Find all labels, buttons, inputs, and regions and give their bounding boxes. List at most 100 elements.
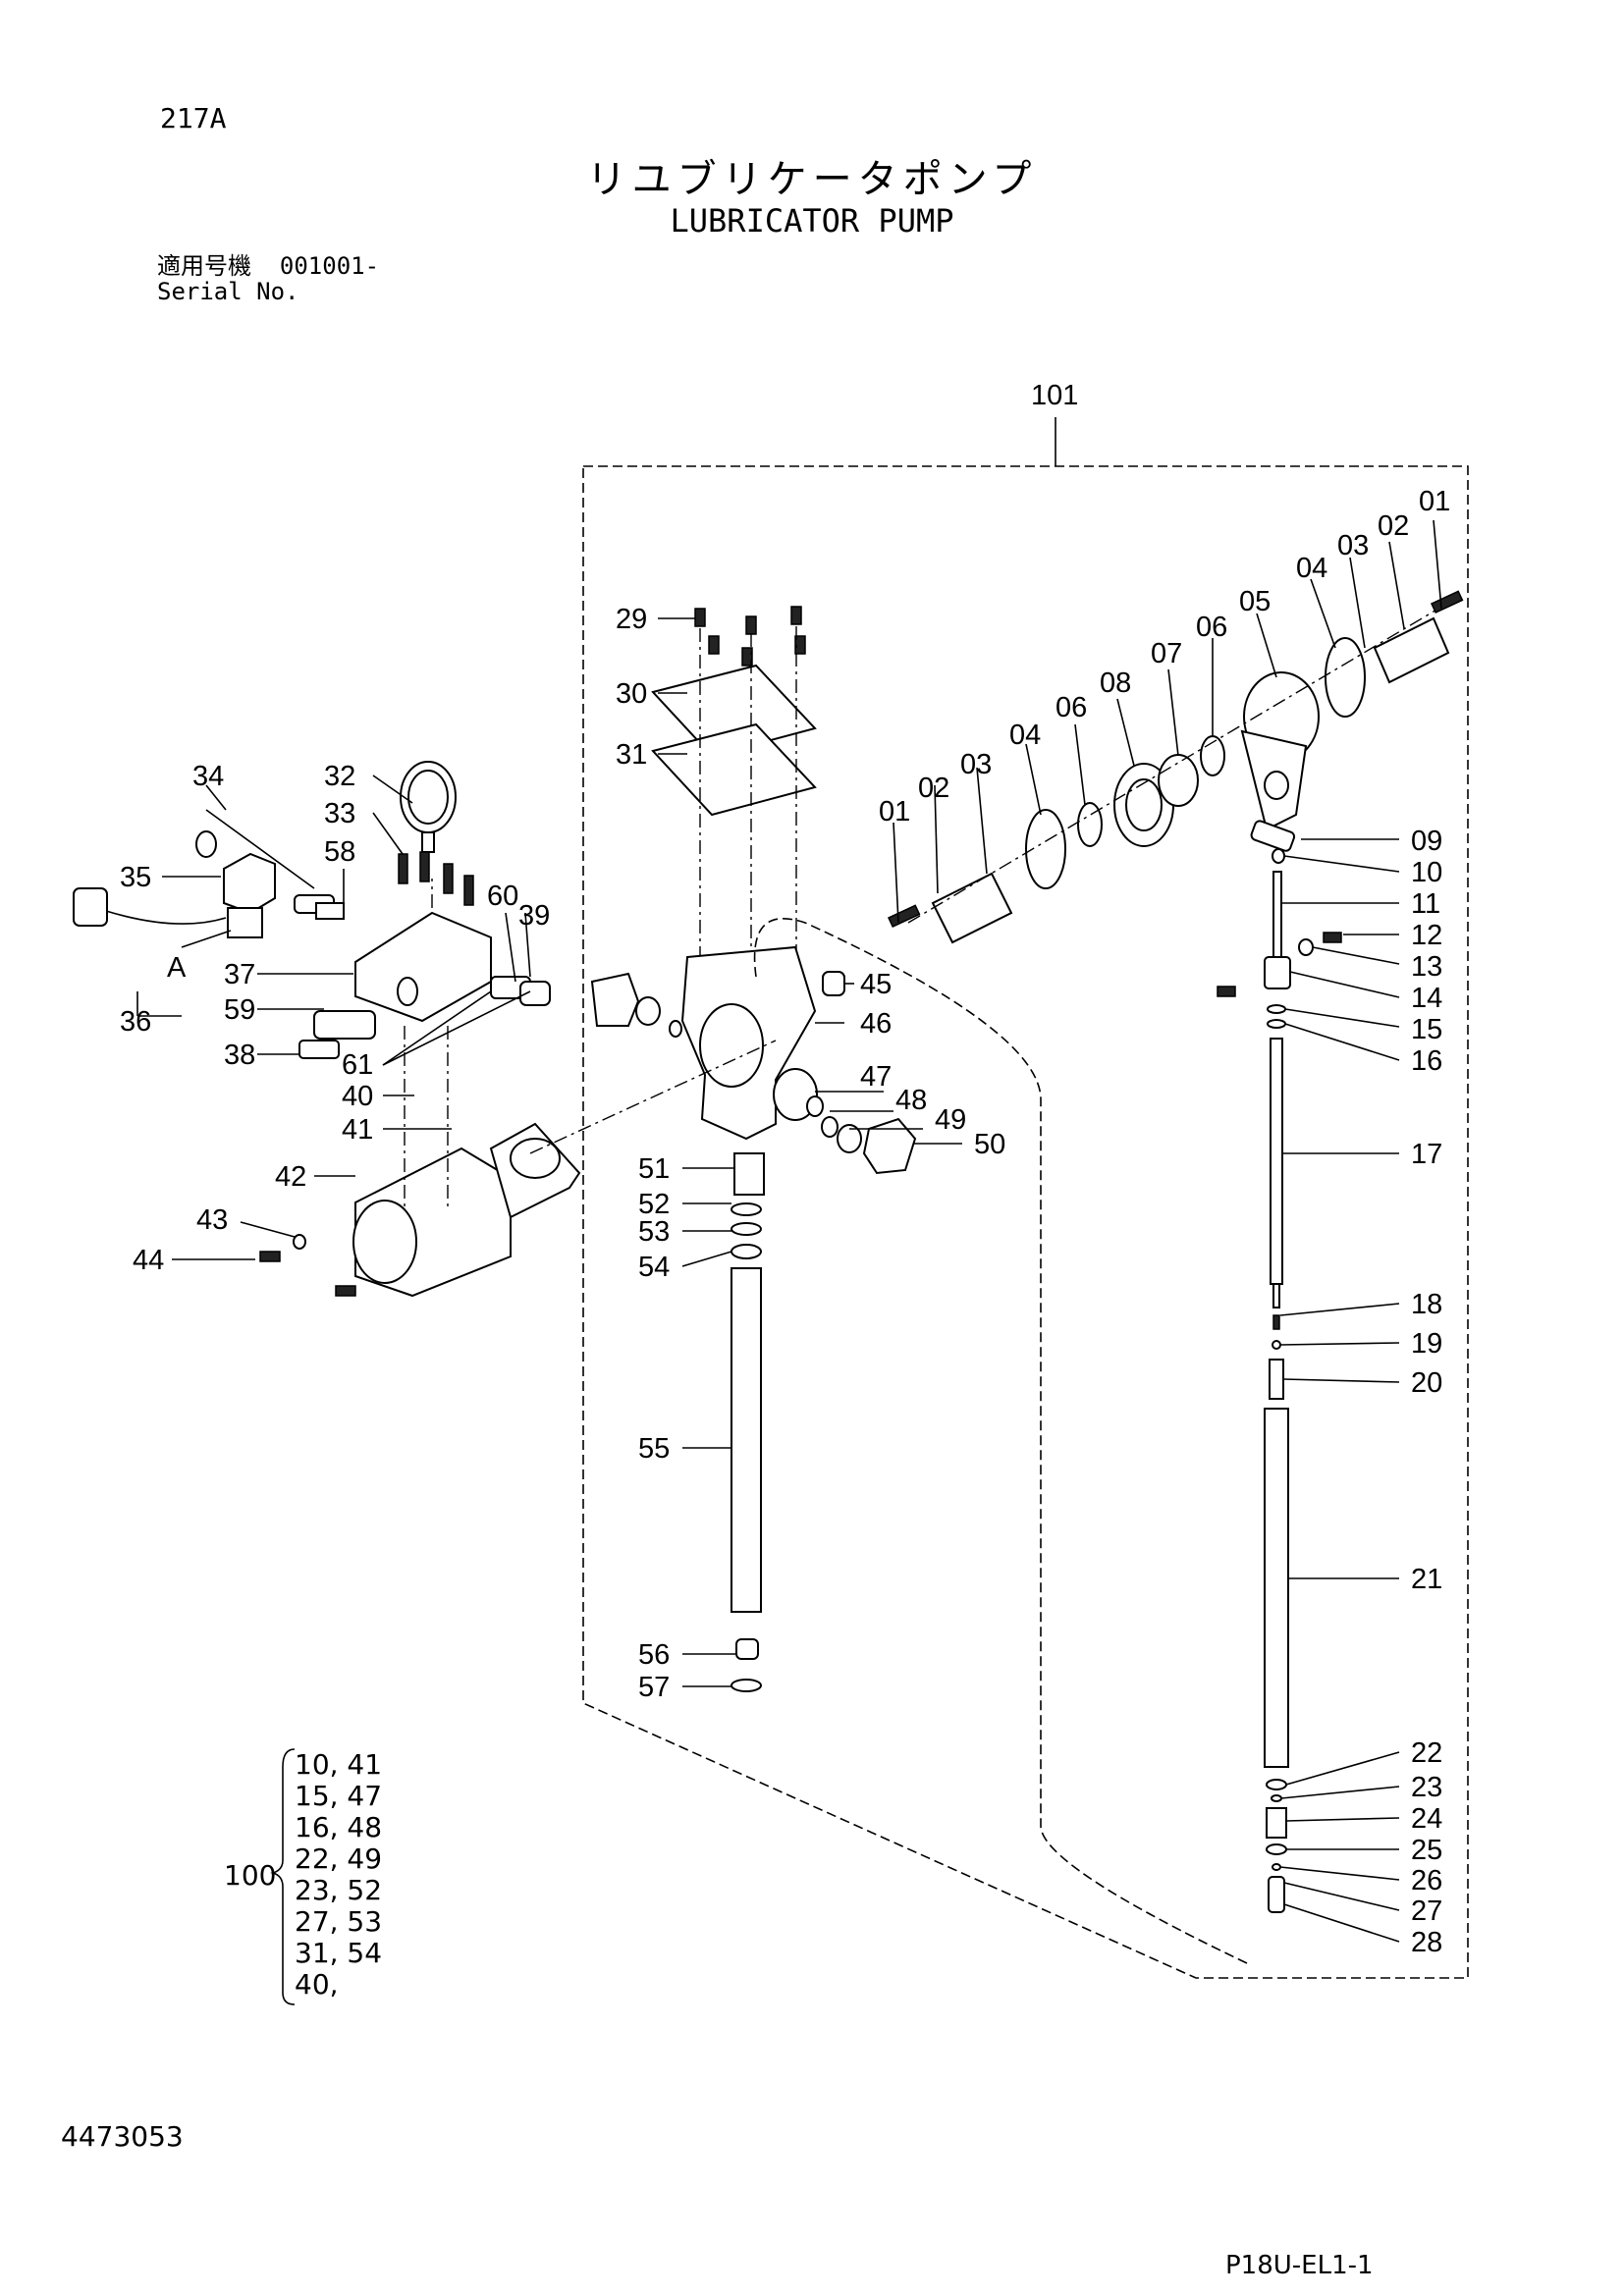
callout: 23 <box>1411 1772 1442 1803</box>
callout: 07 <box>1151 638 1182 669</box>
callout-labels: 101 A 01 02 03 04 05 06 07 08 09 10 11 1… <box>120 380 1450 1958</box>
callout-assembly-101: 101 <box>1031 380 1078 411</box>
callout: 17 <box>1411 1139 1442 1170</box>
callout: 10 <box>1411 857 1442 888</box>
callout: 59 <box>224 994 255 1026</box>
callout: 08 <box>1100 667 1131 699</box>
callout: 58 <box>324 836 355 868</box>
drawing-number: 4473053 <box>61 2120 184 2153</box>
callout: 32 <box>324 761 355 792</box>
callout: 36 <box>120 1006 151 1038</box>
callout: 16 <box>1411 1045 1442 1077</box>
callout: 41 <box>342 1114 373 1146</box>
sleeve-20 <box>1269 1359 1284 1400</box>
callout: 40 <box>342 1081 373 1112</box>
callout: 11 <box>1411 888 1440 920</box>
kit-item: 22, 49 <box>295 1842 383 1875</box>
callout: 37 <box>224 959 255 990</box>
rod-17 <box>1270 1038 1283 1285</box>
gasket-31 <box>651 722 817 817</box>
sheet-code: P18U-EL1-1 <box>1225 2251 1374 2280</box>
kit-item: 10, 41 <box>295 1748 383 1781</box>
sleeve-51 <box>733 1152 765 1196</box>
callout: 57 <box>638 1672 670 1703</box>
callout: 55 <box>638 1433 670 1465</box>
serial-label-en: Serial No. <box>157 278 299 305</box>
tube-55 <box>731 1267 762 1613</box>
lever-05 <box>1240 671 1320 831</box>
serial-block: 適用号機 001001- Serial No. <box>157 253 379 304</box>
callout: 48 <box>895 1085 927 1116</box>
callout: 43 <box>196 1204 228 1236</box>
callout: 14 <box>1411 983 1442 1014</box>
serial-label-ja: 適用号機 <box>157 252 251 280</box>
leader-lines <box>136 519 1442 1943</box>
callout: 05 <box>1239 586 1271 617</box>
assembly-101-boundary <box>582 465 1469 1979</box>
callout: 06 <box>1056 692 1087 723</box>
callout: 30 <box>616 678 647 710</box>
plug-56 <box>735 1638 759 1660</box>
kit-item: 15, 47 <box>295 1780 383 1812</box>
callout: 39 <box>518 900 550 932</box>
callout: 31 <box>616 739 647 771</box>
solenoid-35 <box>195 830 345 920</box>
kit-items: 10, 41 15, 47 16, 48 22, 49 23, 52 27, 5… <box>295 1749 382 2001</box>
callout: 61 <box>342 1049 373 1081</box>
callout: 21 <box>1411 1564 1442 1595</box>
bolts-29 <box>694 606 806 667</box>
pressure-gauge-32 <box>400 761 457 853</box>
callout: 29 <box>616 604 647 635</box>
callout: 22 <box>1411 1737 1442 1769</box>
callout: 45 <box>860 969 892 1000</box>
callout: 50 <box>974 1129 1005 1160</box>
page-code: 217A <box>160 102 227 134</box>
callout: 25 <box>1411 1835 1442 1866</box>
callout: 27 <box>1411 1896 1442 1927</box>
callout: 04 <box>1296 553 1327 584</box>
fitting-left <box>590 972 682 1038</box>
callout: 26 <box>1411 1865 1442 1896</box>
callout: 34 <box>192 761 224 792</box>
body-14 <box>1264 956 1291 989</box>
tube-21 <box>1264 1408 1289 1768</box>
callout: 52 <box>638 1189 670 1220</box>
callout: 13 <box>1411 951 1442 983</box>
kit-item: 31, 54 <box>295 1937 383 1969</box>
callout: 54 <box>638 1252 670 1283</box>
callout-label-a: A <box>167 952 187 984</box>
title-japanese: リユブリケータポンプ <box>586 157 1038 202</box>
housing-46 <box>680 945 845 1141</box>
callout: 03 <box>1337 530 1369 561</box>
callout: 04 <box>1009 720 1041 751</box>
callout: 49 <box>935 1104 966 1136</box>
callout: 01 <box>1419 486 1450 517</box>
callout: 03 <box>960 749 992 780</box>
callout: 60 <box>487 881 518 912</box>
callout: 53 <box>638 1216 670 1248</box>
callout: 02 <box>1378 510 1409 542</box>
callout: 28 <box>1411 1927 1442 1958</box>
kit-item: 23, 52 <box>295 1874 383 1906</box>
kit-number: 100 <box>224 1859 277 1892</box>
kit-brace <box>270 1748 296 2005</box>
serial-value: 001001- <box>279 252 380 280</box>
callout: 42 <box>275 1161 306 1193</box>
callout: 51 <box>638 1153 670 1185</box>
title-english: LUBRICATOR PUMP <box>670 202 954 240</box>
cap-nut-50 <box>862 1117 917 1175</box>
callout: 47 <box>860 1061 892 1093</box>
callout: 38 <box>224 1040 255 1071</box>
callout: 20 <box>1411 1367 1442 1399</box>
callout: 46 <box>860 1008 892 1040</box>
rod-11 <box>1272 871 1282 961</box>
callout: 44 <box>133 1245 164 1276</box>
callout: 18 <box>1411 1289 1442 1320</box>
callout: 33 <box>324 798 355 829</box>
kit-item: 16, 48 <box>295 1811 383 1843</box>
callout: 12 <box>1411 920 1442 951</box>
callout: 09 <box>1411 826 1442 857</box>
callout: 24 <box>1411 1803 1442 1835</box>
kit-item: 40, <box>295 1968 339 2001</box>
